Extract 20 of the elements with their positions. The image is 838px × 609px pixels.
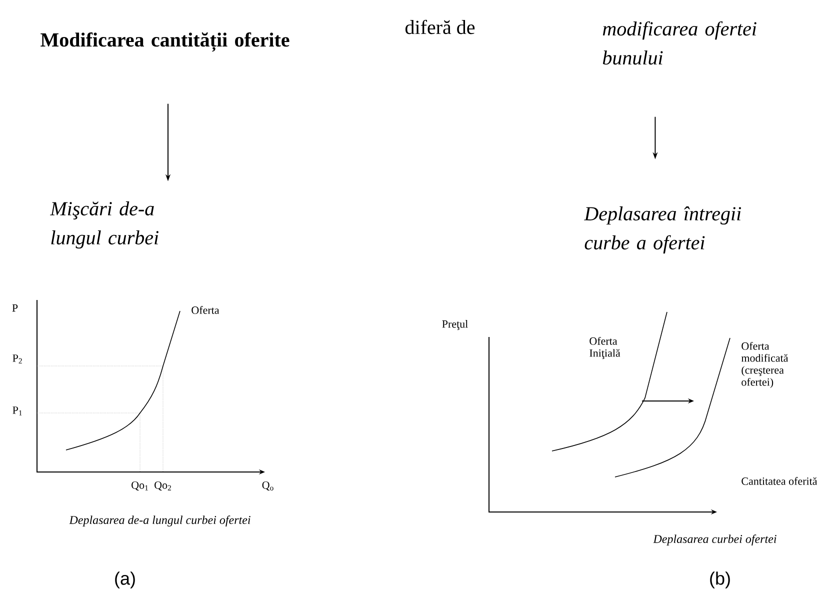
axis-label: P bbox=[12, 304, 18, 312]
chart-caption: Deplasarea de-a lungul curbei ofertei bbox=[69, 515, 250, 526]
heading: Modificarea cantității oferite bbox=[40, 32, 290, 52]
axis-label: Preţul bbox=[442, 320, 468, 330]
curve-label: Oferta modificată (creşterea ofertei) bbox=[741, 342, 788, 388]
heading: modificarea ofertei bunului bbox=[602, 21, 756, 65]
subheading: Mişcări de-a lungul curbei bbox=[50, 201, 158, 249]
axis-tick-label: Qo$_{2}$ bbox=[154, 481, 171, 491]
axis-tick-label: Qo$_{1}$ bbox=[132, 481, 148, 491]
curve-label: Oferta Iniţială bbox=[590, 336, 620, 360]
curve-label: Oferta bbox=[192, 306, 220, 314]
axis-tick-label: P$_{1}$ bbox=[12, 406, 22, 416]
panel-label: (b) bbox=[710, 572, 730, 588]
axis-label: Cantitatea oferită bbox=[742, 477, 818, 485]
panel-label: (a) bbox=[115, 572, 135, 588]
chart-caption: Deplasarea curbei ofertei bbox=[653, 534, 776, 546]
axis-label: Q$_{o}$ bbox=[262, 481, 274, 491]
subheading: Deplasarea întregii curbe a ofertei bbox=[584, 206, 742, 254]
connecting-text: diferă de bbox=[405, 20, 475, 34]
axis-tick-label: P$_{2}$ bbox=[12, 354, 22, 364]
